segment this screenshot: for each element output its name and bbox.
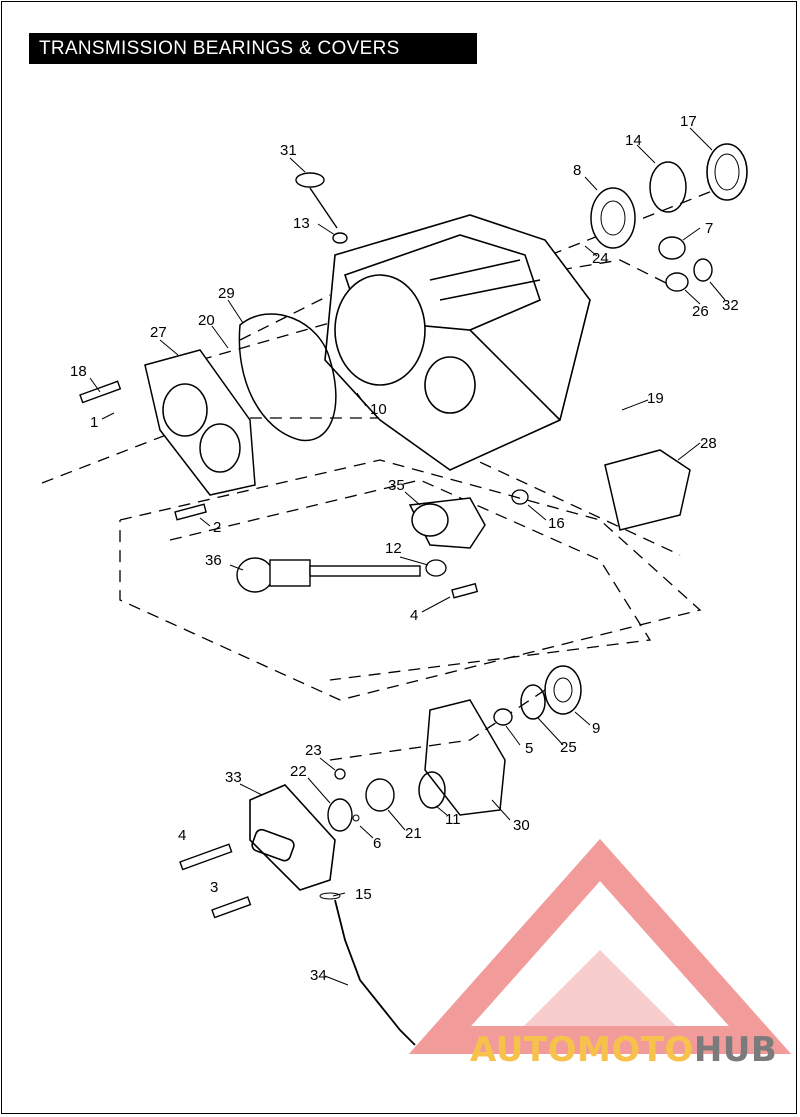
side-cover-33 [249, 784, 336, 891]
label-34: 34 [310, 967, 327, 984]
brand-part-3: HUB [693, 1030, 778, 1070]
label-26: 26 [692, 303, 709, 320]
label-16: 16 [548, 515, 565, 532]
part-labels: 31 13 8 14 17 7 24 26 32 29 27 20 18 1 1… [70, 113, 739, 984]
label-2: 2 [213, 519, 221, 536]
bearing-housing-cover [144, 349, 256, 496]
washer-22 [327, 798, 353, 832]
gasket-30 [424, 699, 506, 816]
label-21: 21 [405, 825, 422, 842]
label-12: 12 [385, 540, 402, 557]
label-4-lower: 4 [178, 827, 186, 844]
label-13: 13 [293, 215, 310, 232]
label-5: 5 [525, 740, 533, 757]
vent-plug-31 [295, 172, 348, 244]
seal-32 [693, 258, 713, 282]
label-29: 29 [218, 285, 235, 302]
label-24: 24 [592, 250, 609, 267]
diagram-title: TRANSMISSION BEARINGS & COVERS [29, 33, 477, 64]
watermark-logo-icon [408, 838, 792, 1054]
lever-21 [365, 778, 395, 812]
dash-line-b [119, 459, 702, 701]
brand-part-1: AUTO [470, 1030, 577, 1070]
dipstick-plug-36 [236, 557, 421, 593]
retaining-ring-11 [418, 771, 446, 809]
transmission-case [324, 214, 591, 471]
label-11: 11 [445, 811, 461, 828]
o-ring-16 [511, 489, 529, 505]
label-30: 30 [513, 817, 530, 834]
bearing-7 [658, 236, 686, 260]
bolt-4-upper [451, 582, 479, 599]
label-33: 33 [225, 769, 242, 786]
bolt-3 [211, 896, 252, 919]
gasket-28 [604, 449, 691, 531]
bolt-18 [79, 380, 122, 404]
dash-line-h [329, 679, 561, 761]
dash-line-d [239, 294, 331, 341]
bolt-4-lower [179, 843, 233, 871]
label-19: 19 [647, 390, 664, 407]
label-8: 8 [573, 162, 581, 179]
retaining-ring-14 [649, 161, 687, 213]
label-20: 20 [198, 312, 215, 329]
label-6: 6 [373, 835, 381, 852]
nut-23 [334, 768, 346, 780]
dash-line-f [559, 259, 681, 291]
retaining-ring-25 [520, 684, 546, 720]
dash-line-e [199, 319, 341, 361]
dash-line-g [549, 179, 741, 256]
cable-34 [334, 899, 416, 1046]
brand-part-2: MOTO [576, 1030, 694, 1070]
label-7: 7 [705, 220, 713, 237]
label-22: 22 [290, 763, 307, 780]
label-1: 1 [90, 414, 98, 431]
label-14: 14 [625, 132, 642, 149]
label-9: 9 [592, 720, 600, 737]
seal-17 [706, 143, 748, 201]
bearing-26 [665, 272, 689, 292]
shifter-housing-35 [408, 497, 486, 549]
label-35: 35 [388, 477, 405, 494]
label-25: 25 [560, 739, 577, 756]
ball-6 [352, 814, 360, 822]
label-15: 15 [355, 886, 372, 903]
o-ring-15 [319, 892, 341, 900]
bearing-8 [590, 187, 636, 249]
brand-logo-text: AUTOMOTOHUB [470, 1030, 777, 1070]
label-32: 32 [722, 297, 739, 314]
o-ring-12 [425, 559, 447, 577]
label-10: 10 [370, 401, 387, 418]
dash-line-a [41, 417, 681, 556]
label-4-upper: 4 [410, 607, 418, 624]
label-31: 31 [280, 142, 297, 159]
bearing-9 [544, 665, 582, 715]
bolt-2 [174, 503, 207, 521]
label-17: 17 [680, 113, 697, 130]
bearing-5 [493, 708, 513, 726]
label-18: 18 [70, 363, 87, 380]
gasket-29 [238, 313, 337, 442]
label-28: 28 [700, 435, 717, 452]
label-27: 27 [150, 324, 167, 341]
label-36: 36 [205, 552, 222, 569]
dash-line-c [169, 479, 652, 681]
label-23: 23 [305, 742, 322, 759]
label-3: 3 [210, 879, 218, 896]
